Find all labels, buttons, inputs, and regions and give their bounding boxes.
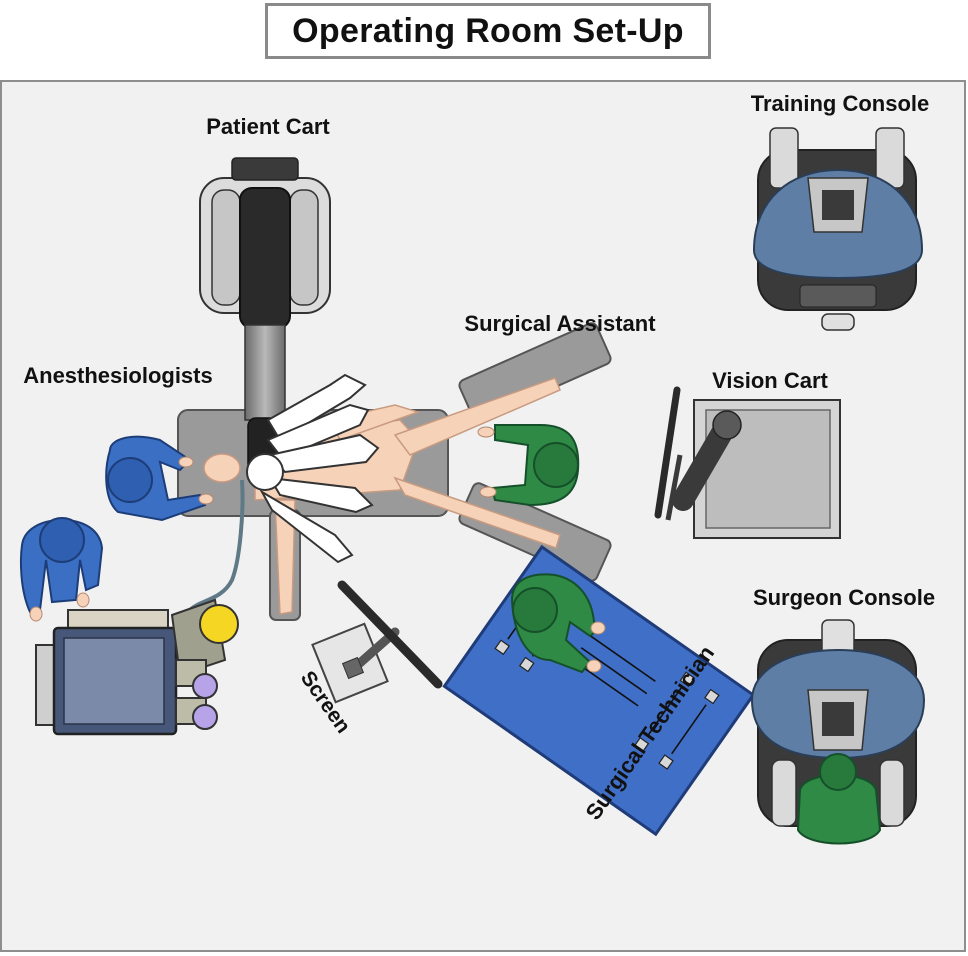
anesthesia-machine [35,598,239,736]
anesthesiologist-2 [19,517,104,622]
title-box: Operating Room Set-Up [265,3,711,59]
label-anesthesiologists: Anesthesiologists [23,363,212,388]
label-vision-cart: Vision Cart [712,368,828,393]
training-console [752,127,924,331]
page-title: Operating Room Set-Up [292,11,684,50]
anesthesia-tubing [188,479,245,612]
surgical-technician [510,573,606,674]
vision-cart [654,386,841,539]
label-surgical-assistant: Surgical Assistant [464,311,656,336]
patient [203,377,561,615]
label-surgeon-console: Surgeon Console [753,585,935,610]
anesthesiologist-1 [105,435,214,522]
screen-monitor [311,580,443,704]
surgical-assistant [477,424,580,507]
label-patient-cart: Patient Cart [206,114,330,139]
surgeon-console [750,619,926,845]
patient-cart [199,157,380,564]
label-training-console: Training Console [751,91,929,116]
